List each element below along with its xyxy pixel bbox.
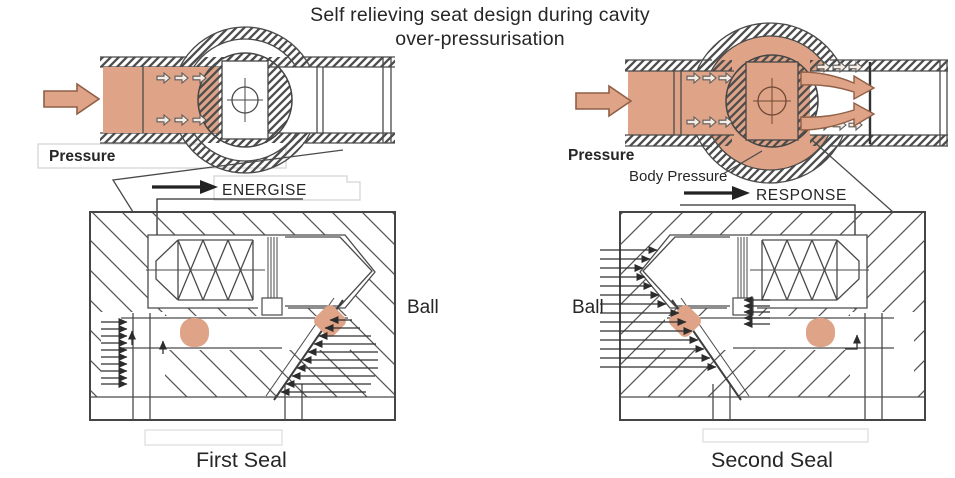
left-ball-label: Ball <box>407 297 439 318</box>
body-pressure-leader-line <box>722 150 763 175</box>
detail-leader-line <box>811 139 894 213</box>
pipe-wall <box>810 60 948 71</box>
pipe-wall <box>625 60 732 71</box>
page-title-line1: Self relieving seat design during cavity <box>310 4 650 26</box>
inlet-pressure-arrow-icon <box>575 84 633 118</box>
page-title-line2: over-pressurisation <box>395 28 565 50</box>
energise-annotation: ENERGISE <box>152 175 361 308</box>
inlet-pressure-arrow-icon <box>43 82 101 116</box>
second-seal-detail <box>600 211 926 421</box>
pipe-wall <box>625 135 732 146</box>
pipe-wall <box>810 135 948 146</box>
body-pressure-label: Body Pressure <box>629 168 727 185</box>
pressure-arrows <box>101 318 128 388</box>
left-pressure-label: Pressure <box>49 148 116 165</box>
first-seal-callout-box <box>144 429 283 446</box>
right-pressure-label: Pressure <box>568 147 635 164</box>
seat-face-arrows <box>280 316 378 396</box>
first-seal-caption: First Seal <box>196 448 287 472</box>
relief-flow-arrow-icon <box>800 71 876 101</box>
detail-leader-line <box>111 149 344 213</box>
first-seal-detail <box>89 211 396 421</box>
energise-label-box <box>213 175 361 201</box>
energise-label: ENERGISE <box>222 182 307 199</box>
relief-flow-arrow-icon <box>800 101 876 131</box>
response-annotation: RESPONSE <box>680 186 859 310</box>
pressure-arrows <box>600 246 717 371</box>
right-ball-label: Ball <box>572 297 604 318</box>
left-valve-section: Pressure <box>37 26 395 213</box>
second-seal-caption: Second Seal <box>711 448 833 472</box>
second-seal-callout-box <box>702 428 869 443</box>
seal-load-arrow <box>845 334 861 350</box>
stem-arrows <box>743 296 770 328</box>
response-label: RESPONSE <box>756 187 847 204</box>
right-valve-section: Pressure Body Pressure <box>568 22 948 213</box>
